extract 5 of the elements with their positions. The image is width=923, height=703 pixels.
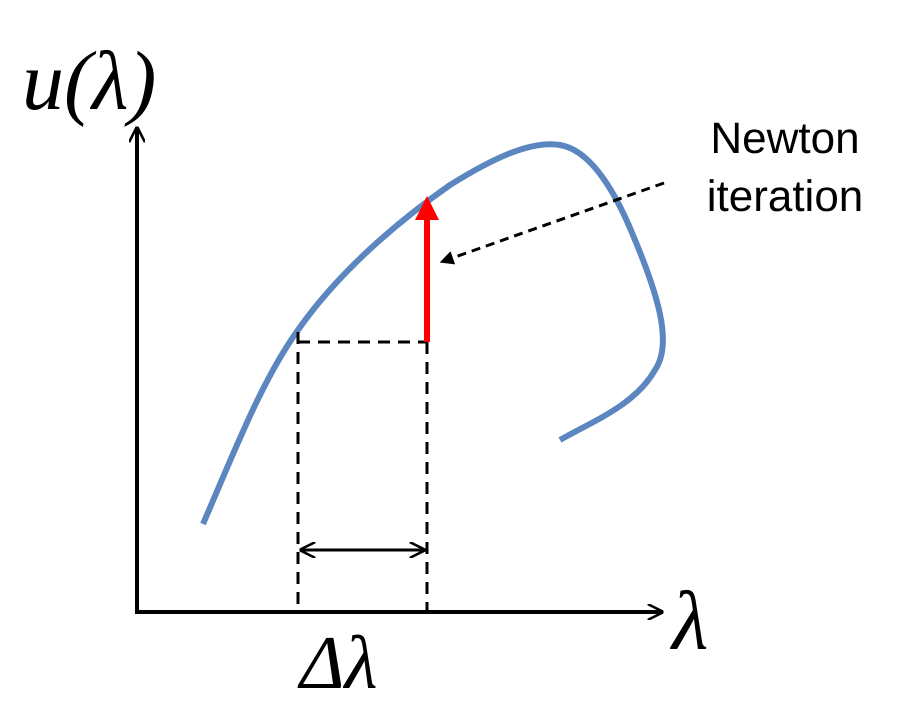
- annotation-text: Newton iteration: [660, 110, 910, 226]
- step-arrow: [415, 196, 439, 342]
- dimension-label: Δλ: [300, 625, 378, 701]
- axis-label: λ: [672, 580, 708, 664]
- leader-line: [440, 182, 664, 264]
